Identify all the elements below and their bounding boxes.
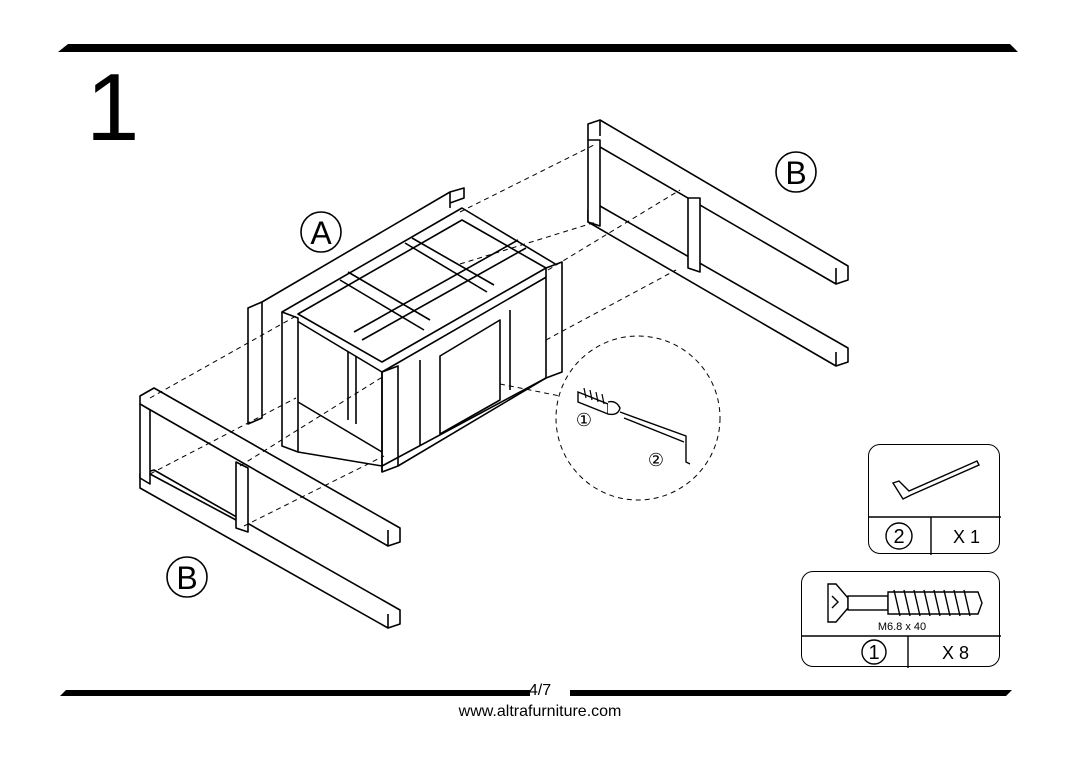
part-b-top-label: B (785, 155, 806, 191)
part-b-top-label-circle (775, 151, 817, 193)
callout-screw-marker: ① (576, 410, 592, 431)
hardware-tool-box: 2 X 1 (868, 444, 1001, 555)
part-b-bottom (139, 387, 401, 629)
part-b-bottom-label: B (176, 560, 197, 596)
part-a-label: A (310, 215, 332, 251)
callout-key-marker: ② (648, 450, 664, 471)
tool-marker: 2 (893, 526, 904, 548)
footer-bar-left (60, 690, 530, 696)
part-a-label-circle (300, 211, 342, 253)
screw-quantity: X 8 (942, 643, 969, 663)
header-bar (58, 44, 1018, 52)
hardware-screw-box: M6.8 x 40 1 X 8 (801, 571, 1001, 668)
screw-icon: M6.8 x 40 1 X 8 (802, 583, 1001, 668)
screw-marker: 1 (868, 642, 879, 664)
allen-key-icon: 2 X 1 (869, 460, 1001, 555)
page-number: 4/7 (528, 682, 552, 699)
part-b-top (587, 119, 849, 367)
tool-quantity: X 1 (953, 527, 980, 547)
detail-callout-circle (555, 335, 721, 501)
website-url: www.altrafurniture.com (458, 703, 622, 720)
guide-lines (149, 143, 721, 527)
screw-size: M6.8 x 40 (878, 621, 926, 633)
step-number: 1 (86, 54, 139, 161)
part-a-frame (247, 187, 563, 473)
footer-bar-right (570, 690, 1012, 696)
part-b-bottom-label-circle (166, 556, 208, 598)
